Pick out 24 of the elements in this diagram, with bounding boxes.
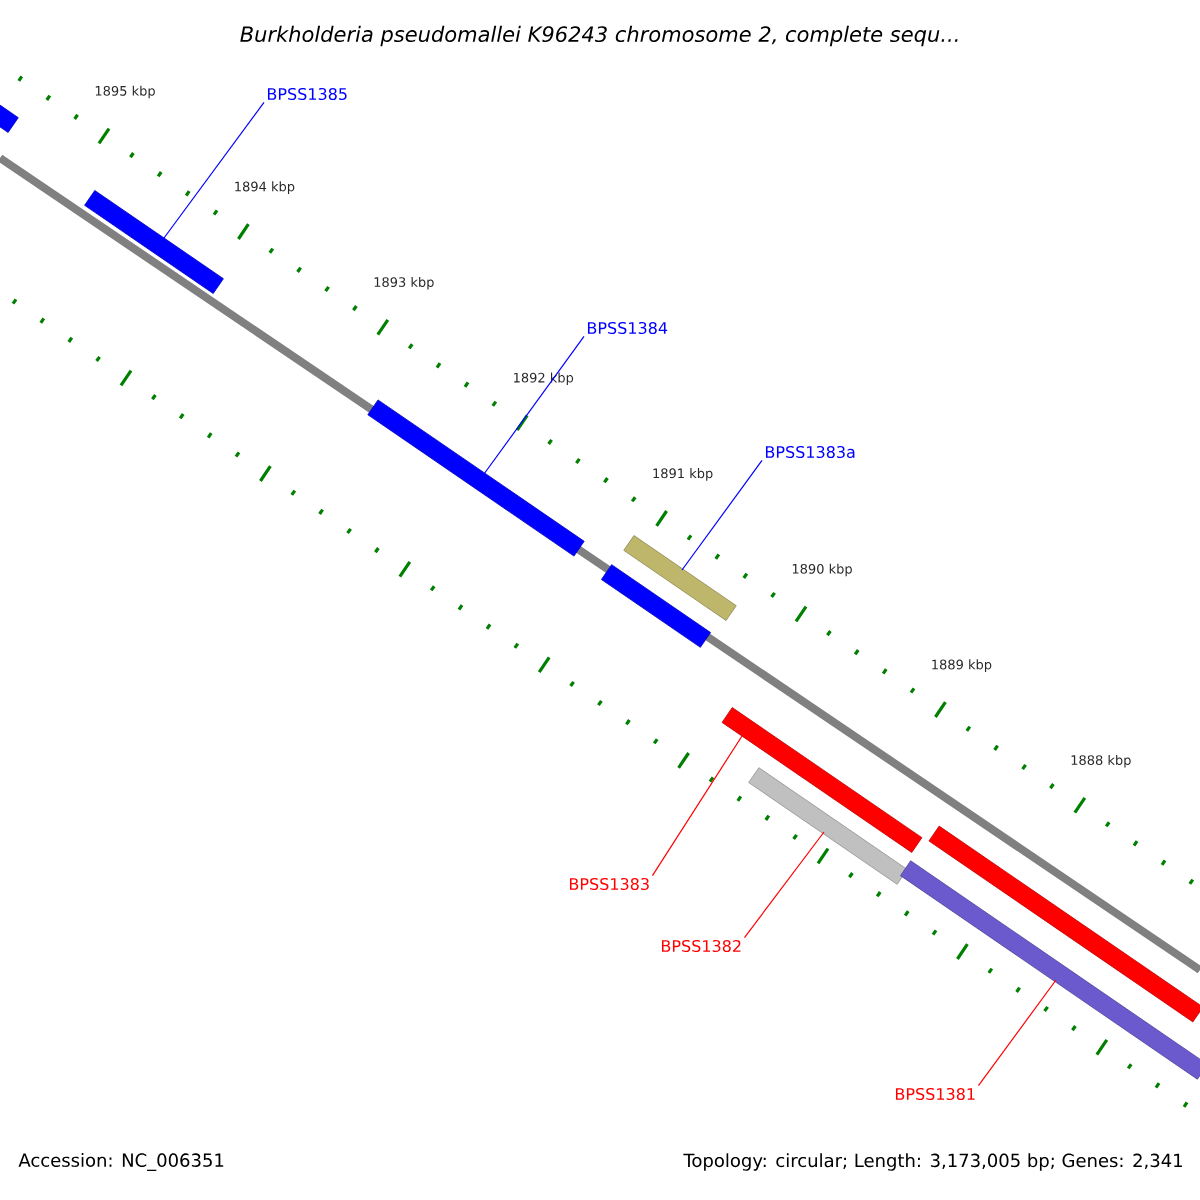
leader-line bbox=[163, 101, 265, 239]
gene-bar bbox=[0, 99, 19, 133]
leader-line bbox=[681, 459, 763, 571]
gene-bar bbox=[601, 564, 711, 648]
gene-bar bbox=[721, 707, 923, 853]
gene-bar bbox=[367, 399, 585, 557]
gene-label: BPSS1384 bbox=[587, 321, 668, 335]
gene-bar bbox=[84, 190, 224, 294]
leader-line bbox=[483, 335, 585, 475]
title: Burkholderia pseudomallei K96243 chromosome 2, complete sequ... bbox=[240, 25, 958, 47]
gene-label: BPSS1381 bbox=[896, 1087, 975, 1101]
leader-line bbox=[977, 979, 1057, 1087]
gene-bar bbox=[928, 825, 1200, 1023]
gene-label: BPSS1382 bbox=[662, 939, 741, 953]
leader-line bbox=[743, 831, 825, 939]
gene-label: BPSS1385 bbox=[267, 87, 347, 101]
leader-line bbox=[651, 735, 743, 877]
gene-bar bbox=[900, 860, 1200, 1080]
gene-label: BPSS1383 bbox=[569, 877, 649, 891]
footer-text: Topology: circular; Length: 3,173,005 bp; Genes: 2,341 bbox=[683, 1153, 1182, 1171]
gene-bar bbox=[748, 767, 908, 885]
gene-label: BPSS1383a bbox=[766, 445, 855, 459]
footer-text: Accession: NC_006351 bbox=[18, 1153, 224, 1171]
gene-bar bbox=[623, 535, 737, 621]
